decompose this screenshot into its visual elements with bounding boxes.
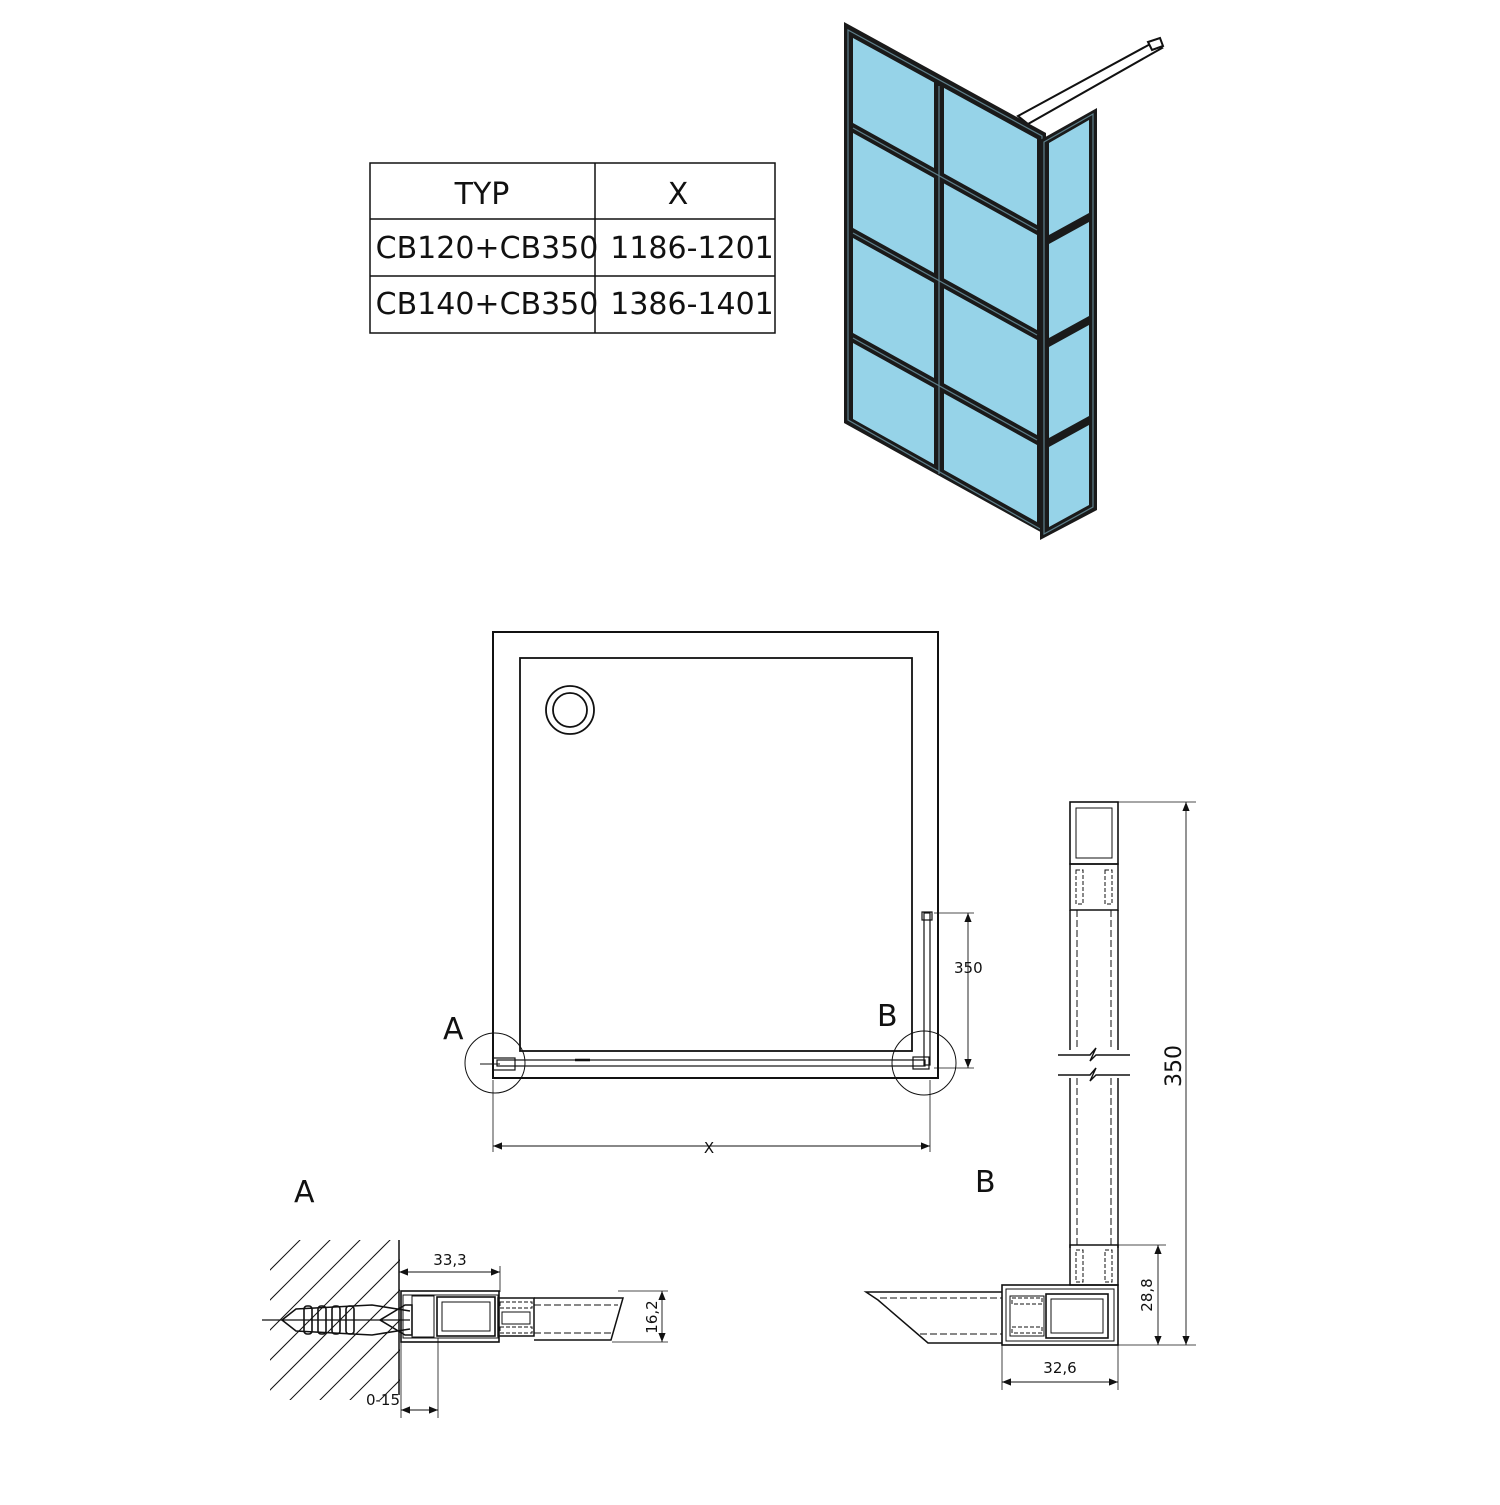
drain-inner	[552, 692, 588, 728]
dimension-profile-width-b: 32,6	[1043, 1359, 1076, 1377]
corner-profile	[1001, 1284, 1119, 1346]
plan-side-panel	[923, 912, 931, 1066]
dimension-adjustment-a: 0-15	[366, 1391, 400, 1409]
dimension-end-height-b: 28,8	[1138, 1278, 1156, 1311]
table-header-x: X	[668, 177, 689, 212]
support-bar	[1016, 36, 1165, 126]
detail-b-circle	[891, 1030, 957, 1096]
wall-hatching	[270, 1240, 400, 1400]
detail-a-circle	[464, 1032, 526, 1094]
table-cell-typ: CB140+CB350	[376, 287, 599, 322]
table-cell-x: 1186-1201	[610, 231, 774, 266]
detail-b-marker: B	[877, 999, 898, 1034]
detail-b-drawing	[863, 801, 1196, 1390]
side-glass-section	[1069, 863, 1119, 1286]
plan-view	[464, 631, 974, 1152]
table-header-typ: TYP	[454, 177, 510, 212]
dimension-width-x: X	[704, 1139, 714, 1157]
table-cell-typ: CB120+CB350	[376, 231, 599, 266]
shower-tray-inner	[519, 657, 913, 1052]
type-dimension-table	[369, 162, 776, 334]
glass-profile-section	[497, 1297, 624, 1341]
detail-a-drawing	[262, 1240, 668, 1418]
break-symbol	[1058, 1047, 1130, 1082]
shower-tray-outer	[492, 631, 939, 1079]
wall-dowel	[262, 1304, 413, 1336]
main-glass-section	[863, 1291, 1002, 1344]
dimension-profile-height-a: 16,2	[643, 1300, 661, 1333]
dimension-panel-length: 350	[954, 959, 983, 977]
plan-glass-panel	[496, 1059, 926, 1067]
detail-a-marker: A	[443, 1012, 464, 1047]
side-glass-panel	[1040, 108, 1097, 540]
table-border	[369, 162, 776, 334]
top-end-profile	[1069, 801, 1119, 865]
main-glass-panel	[844, 22, 1046, 535]
detail-b-title: B	[975, 1165, 996, 1200]
dimension-profile-width-a: 33,3	[433, 1251, 466, 1269]
dimension-total-length-b: 350	[1162, 1045, 1187, 1087]
isometric-walk-in-view	[844, 22, 1165, 540]
drain-outer	[545, 685, 595, 735]
detail-a-title: A	[294, 1175, 315, 1210]
wall-profile	[400, 1290, 500, 1343]
table-cell-x: 1386-1401	[610, 287, 774, 322]
